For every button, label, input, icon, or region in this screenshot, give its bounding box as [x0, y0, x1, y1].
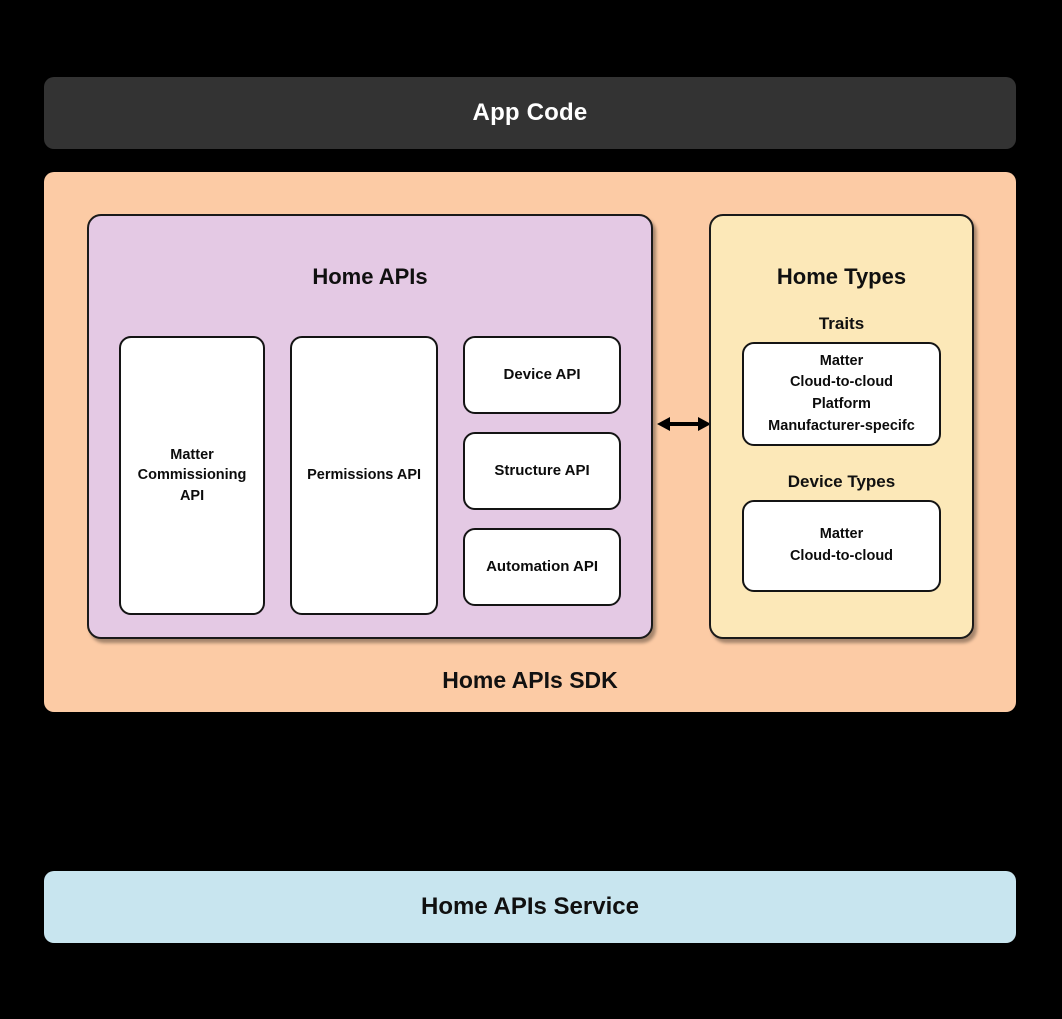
- home-types-title: Home Types: [776, 264, 907, 289]
- device-types-list: Matter Cloud-to-cloud: [789, 526, 894, 564]
- matter-commissioning-api-label: Matter Commissioning API: [137, 446, 247, 504]
- home-apis-title: Home APIs: [312, 264, 428, 289]
- double-headed-arrow-icon: [657, 412, 711, 436]
- home-apis-sdk-container: Home APIs Matter Commissioning API Permi…: [44, 172, 1016, 712]
- permissions-api-label: Permissions API: [307, 467, 422, 484]
- traits-list: Matter Cloud-to-cloud Platform Manufactu…: [768, 352, 915, 434]
- app-code-label: App Code: [472, 99, 588, 126]
- home-apis-panel: Home APIs Matter Commissioning API Permi…: [87, 214, 653, 639]
- home-apis-box-grid: Matter Commissioning API Permissions API…: [119, 336, 621, 615]
- automation-api-box[interactable]: Automation API: [463, 528, 621, 606]
- structure-api-label: Structure API: [494, 462, 590, 480]
- device-types-heading: Device Types: [787, 472, 896, 491]
- api-column-3: Device API Structure API Automation API: [463, 336, 621, 615]
- traits-box[interactable]: Matter Cloud-to-cloud Platform Manufactu…: [742, 342, 941, 446]
- home-apis-service-label: Home APIs Service: [421, 893, 639, 920]
- device-api-label: Device API: [503, 366, 581, 384]
- api-column-1: Matter Commissioning API: [119, 336, 266, 615]
- home-types-panel: Home Types Traits Matter Cloud-to-cloud …: [709, 214, 974, 639]
- home-apis-sdk-label: Home APIs SDK: [442, 667, 618, 693]
- matter-commissioning-api-box[interactable]: Matter Commissioning API: [119, 336, 266, 615]
- automation-api-label: Automation API: [486, 558, 599, 576]
- home-apis-service-block: Home APIs Service: [44, 871, 1016, 943]
- traits-heading: Traits: [818, 314, 865, 333]
- structure-api-box[interactable]: Structure API: [463, 432, 621, 510]
- permissions-api-box[interactable]: Permissions API: [290, 336, 439, 615]
- api-column-2: Permissions API: [290, 336, 439, 615]
- device-types-box[interactable]: Matter Cloud-to-cloud: [742, 500, 941, 592]
- device-api-box[interactable]: Device API: [463, 336, 621, 414]
- app-code-block: App Code: [44, 77, 1016, 149]
